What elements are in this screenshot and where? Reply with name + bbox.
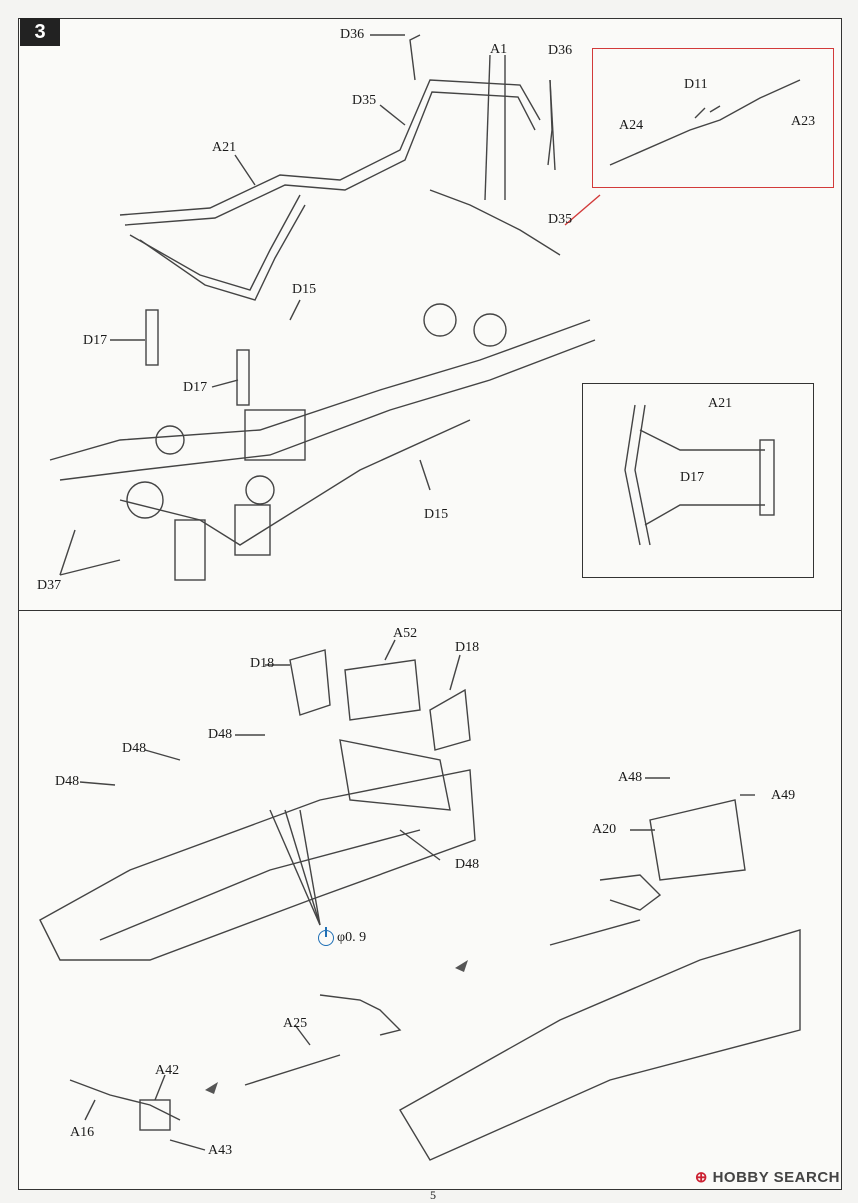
part-label: D18 (455, 640, 480, 655)
section-divider (18, 610, 841, 611)
part-label: A42 (155, 1063, 180, 1078)
part-label: D36 (548, 43, 573, 58)
part-label: D17 (83, 333, 108, 348)
hobby-search-logo-icon: ⊕ (694, 1169, 708, 1186)
watermark-text: HOBBY SEARCH (712, 1169, 840, 1186)
part-label: D35 (548, 212, 573, 227)
watermark-logo: ⊕ HOBBY SEARCH (695, 1168, 840, 1186)
detail-callout-box (592, 48, 834, 188)
drill-hole-note: φ0. 9 (318, 927, 367, 946)
part-label: A20 (592, 822, 617, 837)
callout-label: A23 (791, 114, 816, 129)
part-label: A52 (393, 626, 418, 641)
part-label: D17 (183, 380, 208, 395)
part-label: D35 (352, 93, 377, 108)
page-number: 5 (430, 1188, 436, 1202)
part-label: A48 (618, 770, 643, 785)
callout-label: A24 (619, 118, 644, 133)
part-label: D48 (55, 774, 80, 789)
part-label: D37 (37, 578, 62, 593)
part-label: D15 (292, 282, 317, 297)
drill-icon (318, 927, 334, 946)
inset-label: D17 (680, 470, 705, 485)
callout-label: D11 (684, 77, 708, 92)
inset-detail-box (582, 383, 814, 578)
part-label: D15 (424, 507, 449, 522)
instruction-sheet (18, 18, 842, 1190)
step-number-badge: 3 (20, 18, 60, 46)
part-label: A1 (490, 42, 508, 57)
drill-size: φ0. 9 (337, 930, 367, 945)
part-label: D36 (340, 27, 365, 42)
part-label: A21 (212, 140, 237, 155)
part-label: A43 (208, 1143, 233, 1158)
part-label: A25 (283, 1016, 308, 1031)
part-label: A49 (771, 788, 796, 803)
part-label: D48 (122, 741, 147, 756)
inset-label: A21 (708, 396, 733, 411)
part-label: A16 (70, 1125, 95, 1140)
part-label: D48 (455, 857, 480, 872)
part-label: D18 (250, 656, 275, 671)
part-label: D48 (208, 727, 233, 742)
